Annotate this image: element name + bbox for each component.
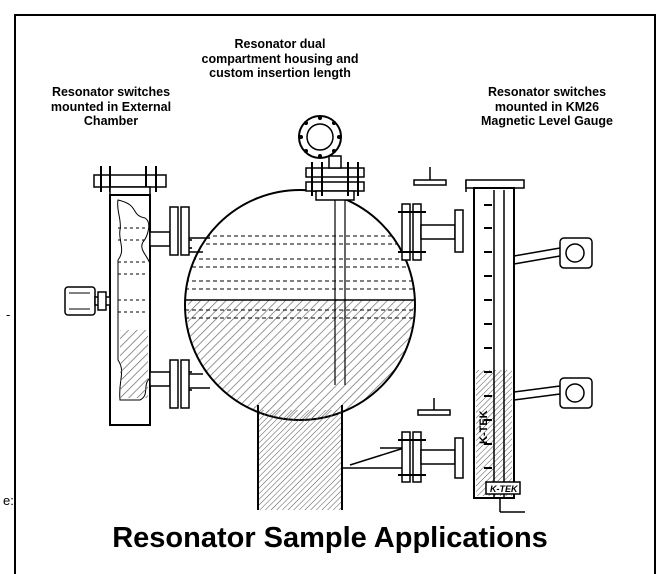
label-dual-compartment: Resonator dual compartment housing and c… xyxy=(201,37,359,80)
external-chamber xyxy=(64,166,210,426)
dual-compartment-switch xyxy=(298,115,365,201)
gauge-brand-plate: K-TEK xyxy=(490,484,519,494)
label-external-chamber: Resonator switches mounted in External C… xyxy=(50,85,172,128)
spherical-vessel xyxy=(184,189,416,421)
figure-title: Resonator Sample Applications xyxy=(112,522,548,554)
stray-mark-2: e: xyxy=(3,493,14,508)
figure-frame xyxy=(14,14,656,574)
gauge-logo-text: K-TEK xyxy=(478,410,490,444)
label-km26-gauge: Resonator switches mounted in KM26 Magne… xyxy=(481,85,613,128)
stray-mark-1: - xyxy=(6,307,11,322)
bottom-cylinder xyxy=(257,405,343,510)
km26-level-gauge: K-TEK K-TEK xyxy=(465,179,593,513)
right-connections xyxy=(342,203,464,483)
top-nozzle-stub xyxy=(413,167,467,192)
